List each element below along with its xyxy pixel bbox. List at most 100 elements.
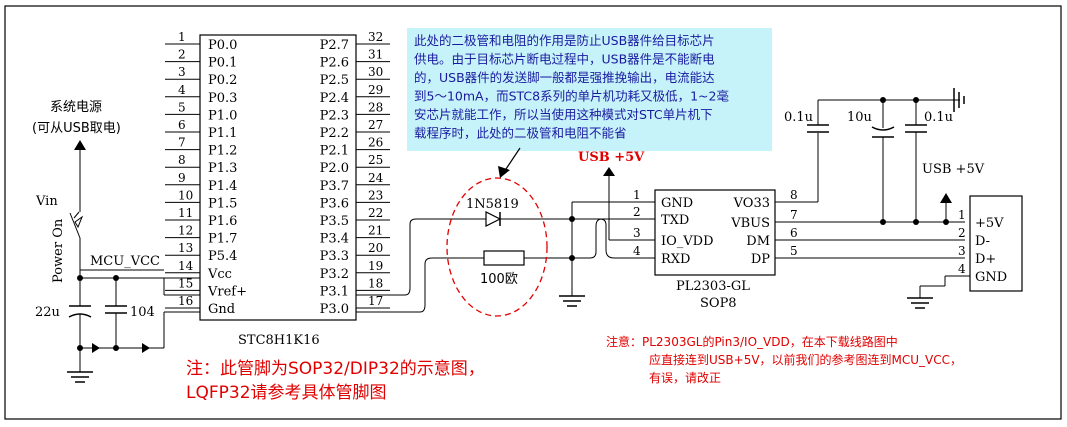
cap-left-label: 0.1u	[784, 110, 813, 125]
mcu-pin-name: P2.3	[320, 108, 349, 123]
callout-arrow	[498, 147, 521, 178]
mcu-pin-number: 2	[178, 48, 186, 62]
pl2303-pin-name: VBUS	[730, 216, 770, 231]
mcu-pin-number: 24	[368, 171, 384, 185]
mcu-pin-number: 25	[368, 153, 383, 167]
pl2303-pin-number: 4	[633, 244, 641, 258]
mcu-chip: 1P0.02P0.13P0.24P0.35P1.06P1.17P1.28P1.3…	[165, 30, 390, 321]
mcu-pin-name: P2.0	[320, 161, 349, 176]
info-callout-box	[407, 28, 772, 151]
mcu-pin-number: 15	[178, 276, 193, 290]
pl2303-pin-name: VO33	[733, 196, 770, 211]
usb-connector-body	[969, 195, 1023, 292]
cap-top-row	[807, 88, 965, 225]
pl2303-pin-number: 2	[633, 205, 641, 219]
mcu-pin-name: P0.1	[208, 56, 237, 71]
p30-p31-wiring	[356, 218, 486, 313]
mcu-ground-wiring	[77, 311, 200, 372]
usb-pin-name: +5V	[975, 216, 1004, 231]
usb-pin-name: D+	[975, 252, 996, 267]
mcu-vcc-label: MCU_VCC	[90, 254, 160, 269]
mcu-pin-number: 26	[368, 136, 383, 150]
mcu-pin-number: 32	[368, 30, 383, 44]
mcu-pin-number: 8	[178, 153, 186, 167]
pl2303-note-line: 有误，请改正	[649, 371, 721, 385]
cap-104-label: 104	[130, 305, 155, 320]
mcu-pin-name: Vref+	[207, 284, 247, 299]
mcu-pin-name: P3.1	[320, 284, 349, 299]
info-callout-text: 此处的二极管和电阻的作用是防止USB器件给目标芯片供电。由于目标芯片断电过程中，…	[414, 33, 729, 141]
mcu-pin-name: P3.3	[320, 249, 349, 264]
power-source-label: 系统电源	[50, 100, 102, 115]
mcu-pin-number: 3	[178, 65, 186, 79]
mcu-pin-number: 17	[368, 294, 383, 308]
mcu-pin-name: P2.6	[320, 56, 349, 71]
mcu-pin-name: P2.5	[320, 73, 349, 88]
info-line: 安芯片就能工作，所以当使用这种模式对STC单片机下	[414, 107, 713, 122]
info-line: 的，USB器件的发送脚一般都是强推挽输出，电流能达	[414, 70, 715, 85]
info-line: 供电。由于目标芯片断电过程中，USB器件是不能断电	[414, 52, 715, 67]
pl2303-pin-number: 5	[790, 244, 798, 258]
usb-pin-number: 2	[958, 226, 966, 240]
mcu-pin-name: P0.2	[208, 73, 237, 88]
mcu-pin-name: P1.2	[208, 144, 237, 159]
mcu-pin-number: 30	[368, 65, 383, 79]
mcu-pin-number: 7	[178, 136, 186, 150]
mcu-pin-name: P3.0	[320, 302, 349, 317]
pl2303-package: SOP8	[700, 296, 737, 311]
pl2303-pin-name: GND	[661, 196, 693, 211]
pl2303-pin-number: 8	[790, 188, 798, 202]
pl2303-note: 注意：PL2303GL的Pin3/IO_VDD，在本下载线路图中应直接连到USB…	[606, 334, 962, 385]
mcu-pin-name: P2.4	[320, 91, 349, 106]
pin-note-line1: 注：此管脚为SOP32/DIP32的示意图，	[186, 359, 485, 379]
mcu-pin-number: 27	[368, 118, 383, 132]
highlight-ellipse	[446, 177, 548, 317]
ground-symbol-2	[559, 295, 585, 307]
mcu-pin-name: P0.3	[208, 91, 237, 106]
pl2303-note-line: 应直接连到USB+5V，以前我们的参考图连到MCU_VCC，	[649, 352, 962, 367]
mcu-pin-number: 31	[368, 48, 383, 62]
mcu-pin-name: P1.3	[208, 161, 237, 176]
mcu-pin-name: P1.0	[208, 108, 237, 123]
diode-label: 1N5819	[466, 197, 519, 212]
mcu-pin-name: P1.4	[208, 179, 237, 194]
pl2303-pin-number: 1	[633, 188, 641, 202]
mcu-pin-name: Vcc	[207, 267, 232, 282]
pl2303-pin-name: RXD	[661, 252, 690, 267]
mcu-pin-number: 6	[178, 118, 186, 132]
pl2303-name: PL2303-GL	[676, 279, 750, 294]
pl2303-pin-name: IO_VDD	[661, 234, 714, 249]
mcu-pin-name: P3.4	[320, 232, 349, 247]
mcu-pin-number: 19	[368, 259, 383, 273]
mcu-pin-number: 20	[368, 241, 383, 255]
mcu-pin-name: P1.1	[208, 126, 237, 141]
power-switch-symbol	[69, 205, 84, 293]
power-on-label: Power On	[51, 218, 66, 283]
mcu-pin-number: 10	[178, 188, 193, 202]
info-line: 到5～10mA，而STC8系列的单片机功耗又极低，1~2毫	[414, 89, 729, 104]
info-line: 此处的二极管和电阻的作用是防止USB器件给目标芯片	[414, 33, 715, 48]
ground-symbol	[67, 371, 93, 383]
mcu-pin-number: 4	[178, 83, 186, 97]
usb-pin-number: 1	[958, 208, 966, 222]
mcu-name: STC8H1K16	[238, 333, 320, 348]
usb-pin-name: D-	[975, 234, 990, 249]
mcu-pin-number: 13	[178, 241, 193, 255]
pl2303-pin-name: TXD	[661, 213, 689, 228]
mcu-pin-name: P2.1	[320, 144, 349, 159]
usb-5v-red-label: USB +5V	[578, 150, 645, 165]
vcc-arrow-symbol	[74, 140, 86, 205]
mcu-pin-name: P3.5	[320, 214, 349, 229]
power-source-sublabel: (可从USB取电)	[32, 121, 121, 136]
mcu-pin-number: 5	[178, 100, 186, 114]
mcu-pin-name: P3.6	[320, 196, 349, 211]
mcu-pin-number: 11	[178, 206, 193, 220]
mcu-pin-name: P2.7	[320, 38, 349, 53]
resistor-label: 100欧	[480, 272, 518, 287]
mcu-pin-number: 18	[368, 276, 383, 290]
pl2303-pin-name: DM	[746, 234, 770, 249]
pl2303-pin-number: 3	[633, 226, 641, 240]
